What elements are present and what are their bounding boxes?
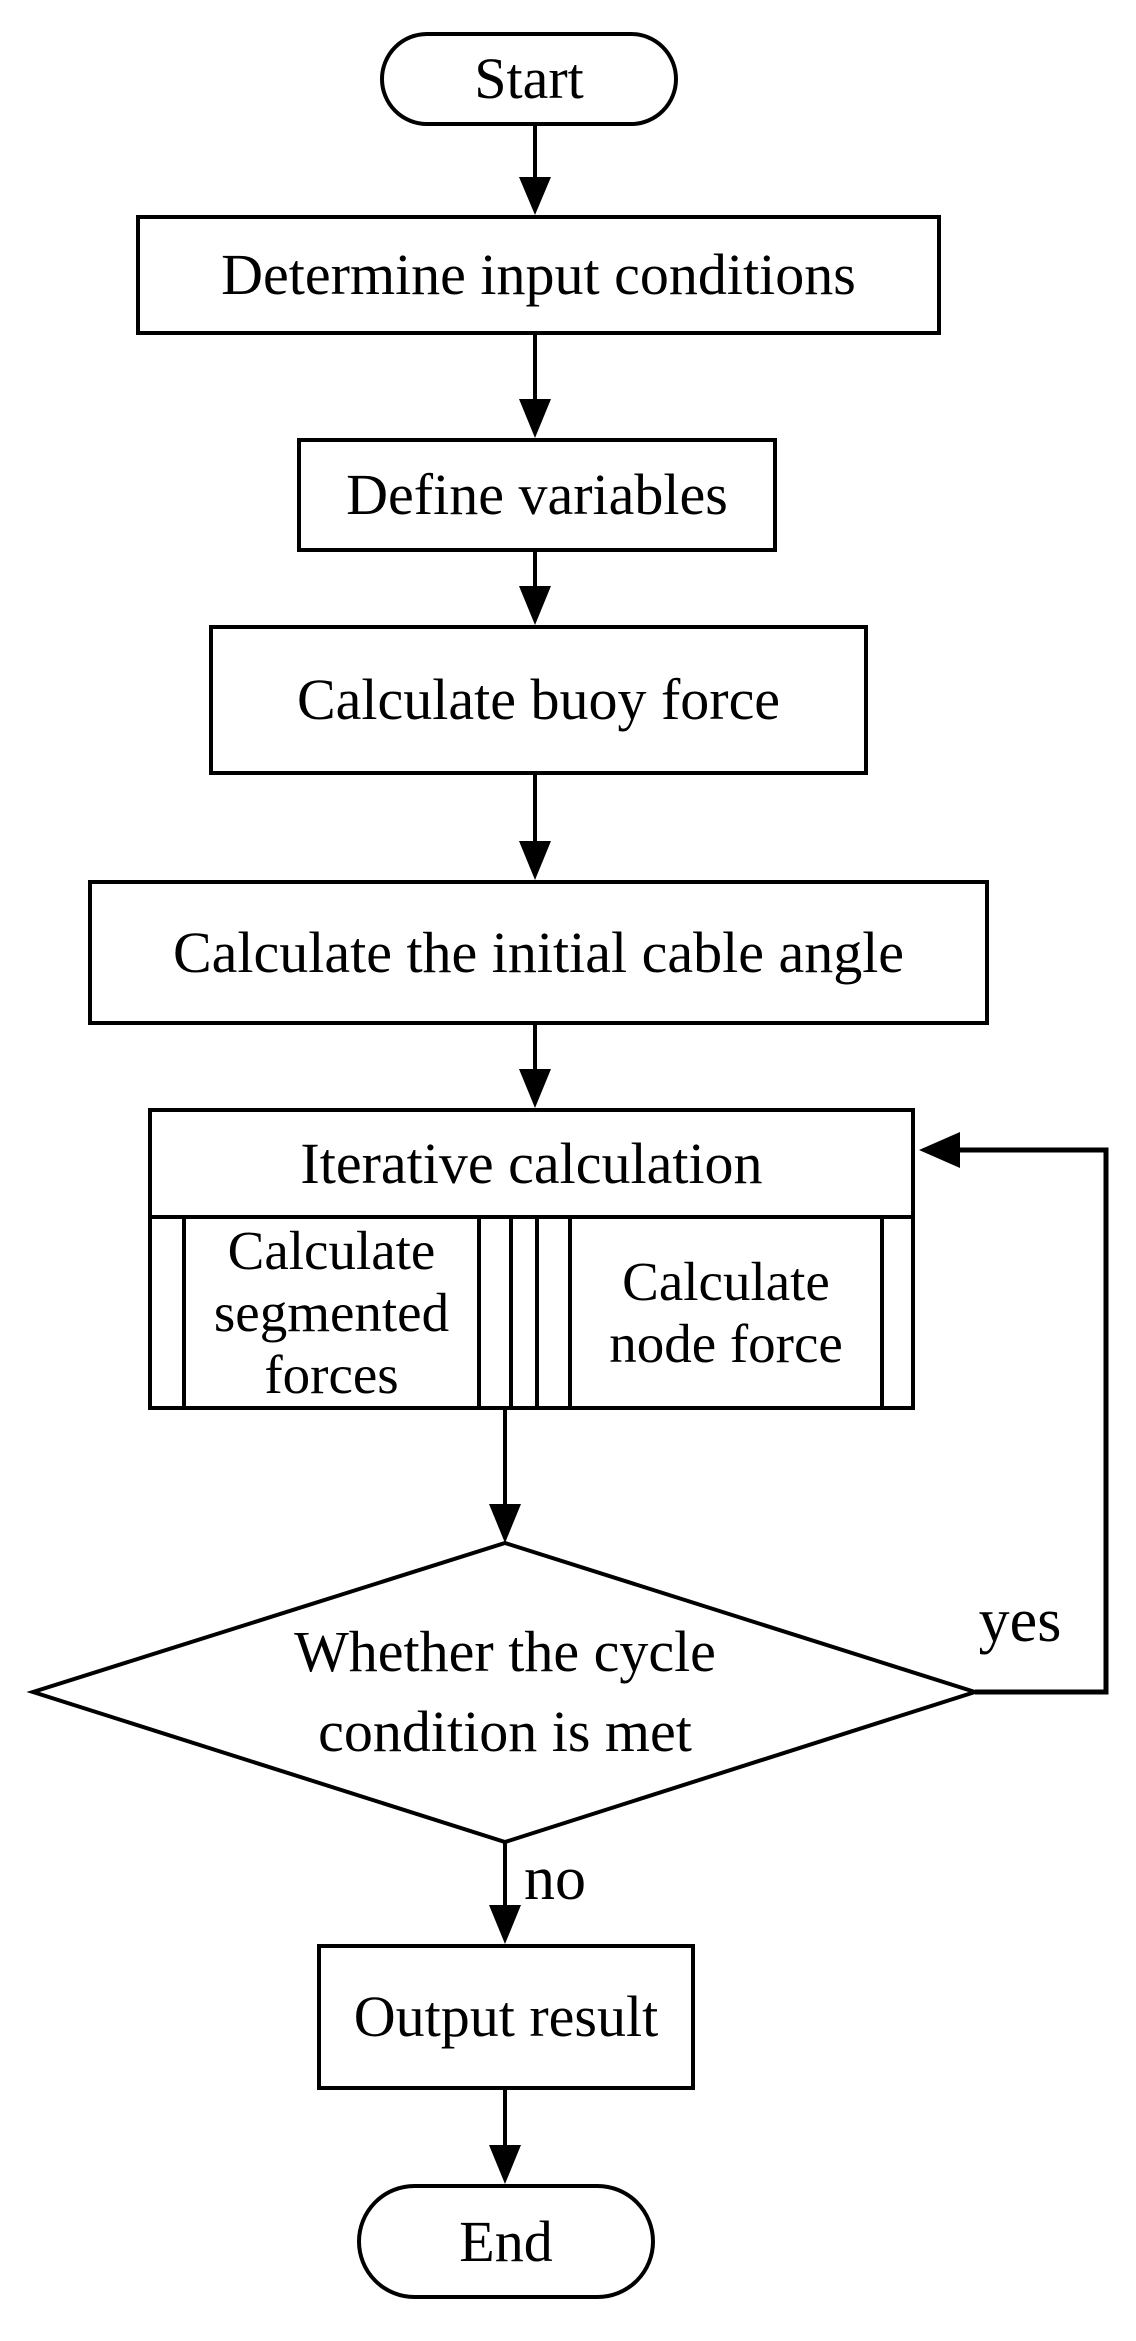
arrow-decision-to-output: [489, 1842, 521, 1944]
iterative-divider: [152, 1215, 911, 1219]
arrow-output-to-end: [489, 2090, 521, 2184]
define-variables-label: Define variables: [346, 462, 728, 528]
subprocess-left-inner-bar-left: [182, 1219, 186, 1406]
subprocess-right-label: Calculate node force: [609, 1250, 843, 1374]
iterative-calculation-header: Iterative calculation: [152, 1112, 911, 1215]
arrow-iterative-to-decision: [489, 1410, 521, 1543]
arrow-define-to-buoy: [519, 552, 551, 625]
calc-cable-label: Calculate the initial cable angle: [172, 919, 905, 985]
determine-input-label: Determine input conditions: [221, 242, 856, 308]
arrow-determine-to-define: [519, 335, 551, 438]
output-result-label: Output result: [353, 1984, 659, 2050]
iterative-calculation-node: Iterative calculation Calculate segmente…: [148, 1108, 915, 1410]
no-edge-label: no: [524, 1845, 586, 1913]
define-variables-node: Define variables: [297, 438, 777, 552]
subprocess-right-node: Calculate node force: [572, 1219, 880, 1406]
arrow-cable-to-iterative: [519, 1025, 551, 1108]
end-label: End: [459, 2208, 553, 2274]
yes-edge-label: yes: [978, 1587, 1062, 1655]
subprocess-left-node: Calculate segmented forces: [186, 1219, 477, 1406]
output-result-node: Output result: [317, 1944, 695, 2090]
arrow-start-to-determine: [519, 126, 551, 215]
decision-text: Whether the cycle condition is met: [294, 1619, 716, 1764]
start-node: Start: [380, 32, 678, 126]
subprocess-right-edge-left: [535, 1219, 539, 1406]
subprocess-left-inner-bar-right: [477, 1219, 481, 1406]
decision-node-label: Whether the cycle condition is met: [235, 1608, 775, 1776]
arrow-buoy-to-cable: [519, 775, 551, 880]
iterative-calculation-label: Iterative calculation: [300, 1131, 763, 1196]
calc-buoy-label: Calculate buoy force: [296, 667, 781, 733]
end-node: End: [357, 2184, 655, 2299]
subprocess-left-edge-right: [509, 1219, 513, 1406]
start-label: Start: [474, 46, 584, 112]
yes-loop-connector: [919, 1132, 1109, 1695]
calc-cable-node: Calculate the initial cable angle: [88, 880, 989, 1025]
subprocess-left-label: Calculate segmented forces: [213, 1219, 450, 1405]
calc-buoy-node: Calculate buoy force: [209, 625, 868, 775]
subprocess-right-inner-bar-left: [568, 1219, 572, 1406]
determine-input-node: Determine input conditions: [136, 215, 941, 335]
subprocess-right-inner-bar-right: [880, 1219, 884, 1406]
